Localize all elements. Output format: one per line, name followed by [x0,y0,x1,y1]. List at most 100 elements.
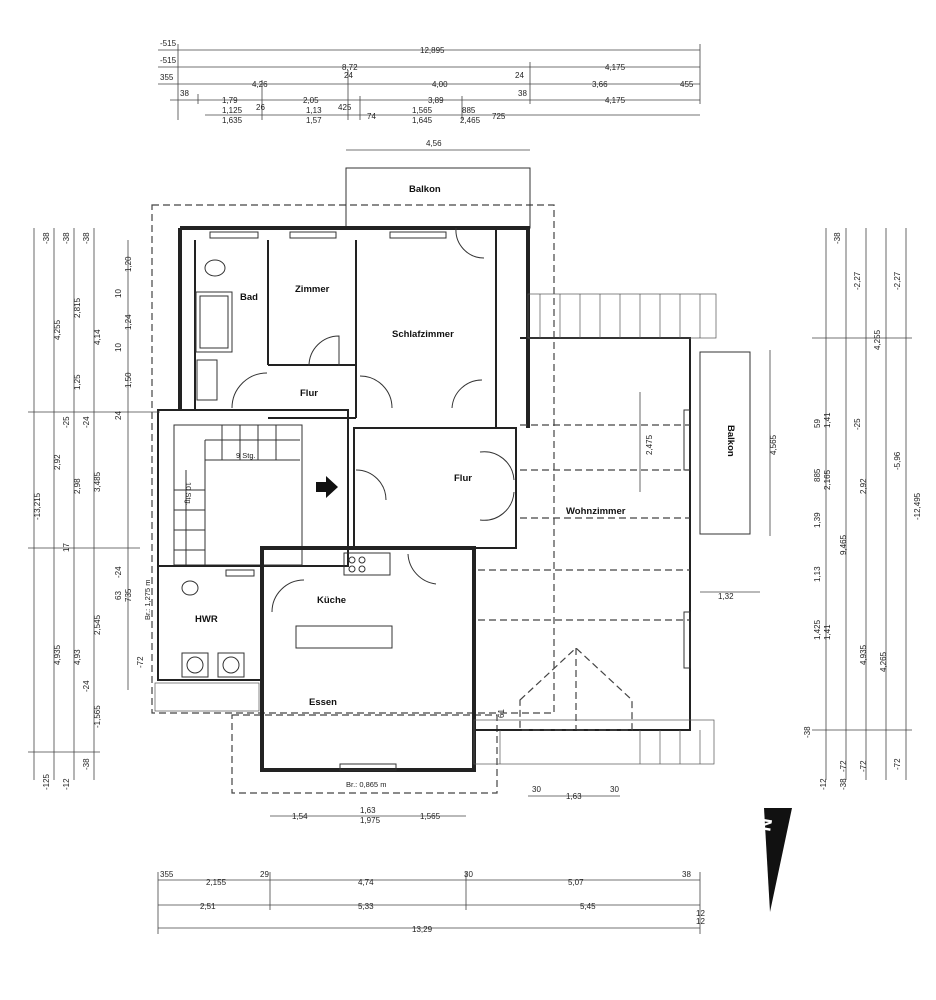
entrance-arrow-icon [316,476,338,498]
dim-top-r4-b: 1,79 [222,96,238,105]
room-hwr-label: HWR [195,614,218,625]
roof-outline [151,204,555,794]
dim-right-inner-0: 59 [813,419,822,428]
room-schlafzimmer-label: Schlafzimmer [392,329,454,340]
dim-left-fine-3: 10 [114,343,123,352]
top-dimension-chain: -515 12,895 -515 8,72 4,175 355 4,26 24 … [158,39,701,125]
balkon-right-label: Balkon [725,425,736,457]
dim-right-inner-8: 4,265 [879,651,888,672]
dim-top-r4-a: 38 [180,89,189,98]
dim-left-inner-2: -24 [82,416,91,428]
dim-030b: 30 [610,785,619,794]
right-dimension-chain: -2,27 -2,27 -5,96 -12,495 -72 -38 4,255 … [803,228,922,790]
dim-top-r6-b: 1,57 [306,116,322,125]
dim-balkon-width: 4,56 [426,139,442,148]
staircase [174,425,300,565]
dim-right-mid-4: 9,465 [839,534,848,555]
dim-left-outer-2: 2,92 [53,454,62,470]
dim-left-mid-3: -25 [62,416,71,428]
dim-bot-r1-a: 355 [160,870,174,879]
dim-top-r3-d: 4,00 [432,80,448,89]
dim-top-r3-f: 3,66 [592,80,608,89]
dim-right-mid-6: -72 [839,760,848,772]
stair-9-label: 9 Stg. [236,451,256,460]
doors [231,227,515,613]
left-dimension-chain: -38 4,255 2,92 4,935 -125 -13,215 -38 2,… [28,228,160,790]
dim-wohn-height: 4,565 [769,434,778,455]
dim-right-inner-5: 1,13 [813,566,822,582]
dim-top-r3-a: 355 [160,73,174,82]
dim-right-inner-2: 885 [813,468,822,482]
dim-bot-r1-e: 30 [464,870,473,879]
window-essen-note: Br.: 0,865 m [346,780,386,789]
dim-left-outer-3: 4,935 [53,644,62,665]
dim-left-inner-6: -1,565 [93,705,102,728]
dim-197: 1,975 [360,816,381,825]
dim-left-mid-2: 1,25 [73,374,82,390]
bath-fixtures [195,259,233,401]
dim-left-mid-6: 4,93 [73,649,82,665]
dim-right-inner-10: -72 [859,760,868,772]
dim-left-fine-6: -24 [114,566,123,578]
dim-left-outer-0: -38 [42,232,51,244]
dim-left-outer-4: -125 [42,773,51,790]
dim-247: 2,475 [645,434,654,455]
room-kueche-label: Küche [317,595,346,606]
dormer-gable [519,647,633,731]
dim-top-r3-g: 455 [680,80,694,89]
dim-right-outer-0: -2,27 [853,271,862,290]
roof-hatching [154,293,717,765]
dim-left-inner-3: 3,485 [93,471,102,492]
dim-right-mid-2: -25 [853,418,862,430]
dim-top-r6-d: 1,645 [412,116,433,125]
dim-top-r2-b: 8,72 [342,63,358,72]
dim-top-r6-a: 1,635 [222,116,243,125]
dim-right-outer-1: -2,27 [893,271,902,290]
dim-right-inner-11: -38 [839,778,848,790]
dim-top-r4-f: 4,175 [605,96,626,105]
dim-163b: 1,63 [360,806,376,815]
dim-right-mid-0: -38 [833,232,842,244]
north-label: N [754,816,776,832]
dim-left-inner-1: 4,14 [93,329,102,345]
dim-top-r4-c: 2,05 [303,96,319,105]
dim-top-r5-b: 26 [256,103,265,112]
room-essen-label: Essen [309,697,337,708]
room-zimmer-label: Zimmer [295,284,330,295]
dim-top-r5-a: 1,125 [222,106,243,115]
dim-top-r6-c: 74 [367,112,376,121]
dim-bot-r1-b: 2,155 [206,878,227,887]
dim-bot-r1-c: 29 [260,870,269,879]
dim-top-r4-e: 38 [518,89,527,98]
dim-bot-r3-a: 13,29 [412,925,433,934]
dim-061: 61 [497,709,506,718]
kitchen-fixtures [295,552,393,649]
dim-left-fine-9: -72 [136,656,145,668]
room-flur-right-label: Flur [454,473,472,484]
dim-right-inner-1: 1,41 [823,412,832,428]
roof-beams [478,424,690,621]
stair-10-label: 10 Stg. [184,482,193,506]
dim-right-outer-4: -72 [893,758,902,770]
room-flur-upper-label: Flur [300,388,318,399]
balkon-right: Balkon [699,351,751,535]
dim-left-mid-1: 2,815 [73,297,82,318]
dim-right-inner-4: 1,39 [813,512,822,528]
dim-right-mid-3: 2,92 [859,478,868,494]
dim-left-fine-1: 10 [114,289,123,298]
dim-154: 1,54 [292,812,308,821]
dim-top-r6-e: 2,465 [460,116,481,125]
dim-top-r1-a: -515 [160,39,177,48]
dim-bot-r1-f: 5,07 [568,878,584,887]
room-bad-label: Bad [240,292,258,303]
dim-right-inner-6: 1,425 [813,619,822,640]
dim-bot-r1-d: 4,74 [358,878,374,887]
walls [157,226,691,772]
dim-top-r5-d: 425 [338,103,352,112]
window-hwr-note: Br.: 1,275 m [143,580,152,620]
dim-top-r5-f: 885 [462,106,476,115]
dim-bot-r2-d: 12 [696,909,705,918]
dim-top-r3-e: 24 [515,71,524,80]
dim-top-r2-a: -515 [160,56,177,65]
